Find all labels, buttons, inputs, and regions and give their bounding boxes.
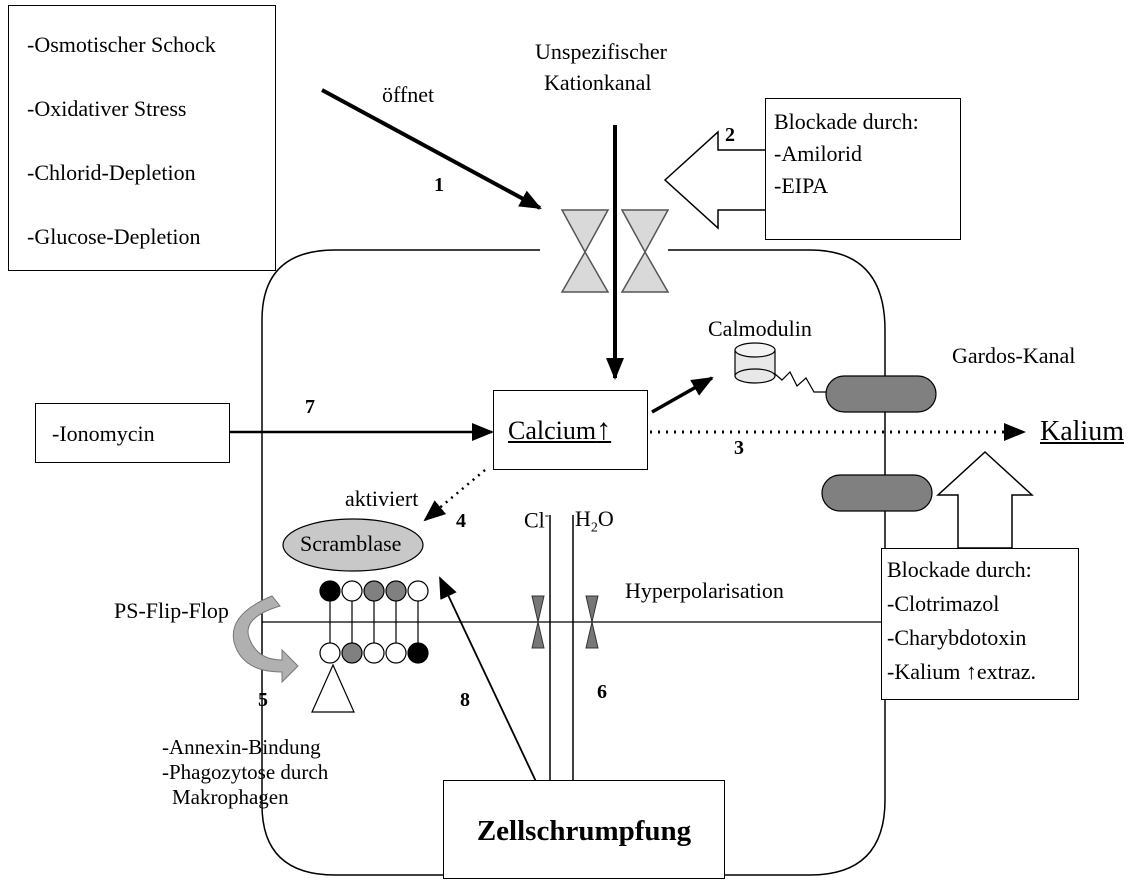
annexin-label: -Annexin-Bindung	[162, 735, 321, 759]
step-number-7: 7	[305, 396, 315, 418]
phagocytosis-label: -Phagozytose durch	[162, 760, 329, 784]
scramblase-icon	[282, 518, 424, 572]
stimulus-3: -Chlorid-Depletion	[27, 160, 196, 185]
calmodulin-icon	[734, 342, 776, 384]
step-number-3: 3	[734, 437, 744, 459]
blockade-gardos-title: Blockade durch:	[887, 557, 1032, 582]
annexin-icon	[311, 663, 355, 713]
step-number-1: 1	[434, 174, 444, 196]
macrophages-label: Makrophagen	[172, 785, 289, 809]
cell-shrinkage-label: Zellschrumpfung	[476, 815, 692, 847]
arrow-calcium-to-calmodulin	[651, 376, 714, 414]
kalium-extraz-prefix: -Kalium	[887, 659, 966, 684]
ps-flip-flop-label: PS-Flip-Flop	[114, 598, 229, 623]
stimulus-2: -Oxidativer Stress	[27, 96, 187, 121]
arrow-8	[439, 576, 541, 791]
blockade-arrow-gardos	[936, 450, 1034, 549]
cation-channel-label-line1: Unspezifischer	[535, 39, 667, 64]
stimulus-4: -Glucose-Depletion	[27, 224, 201, 249]
stimuli-box: -Osmotischer Schock -Oxidativer Stress -…	[8, 5, 276, 271]
kalium-extraz-suffix: extraz.	[976, 659, 1037, 684]
calmodulin-label: Calmodulin	[708, 316, 812, 341]
arrow-4	[423, 469, 486, 522]
calcium-text: Calcium	[508, 416, 597, 445]
chloride-charge: -	[544, 507, 550, 522]
aktiviert-label: aktiviert	[345, 486, 419, 511]
ionomycin-label: -Ionomycin	[52, 421, 155, 446]
chloride-label: Cl-	[524, 508, 549, 531]
step-number-2: 2	[725, 124, 735, 146]
cation-channel-label-line2: Kationkanal	[544, 70, 652, 95]
calcium-up-arrow-icon: ↑	[596, 413, 612, 446]
kalium-up-arrow-icon: ↑	[965, 659, 977, 684]
blockade-gardos-item-1: -Clotrimazol	[887, 591, 1000, 616]
calcium-box: Calcium↑	[493, 390, 648, 470]
step-number-5: 5	[258, 689, 268, 711]
chloride-text: Cl	[524, 507, 545, 533]
blockade-gardos-item-2: -Charybdotoxin	[887, 625, 1027, 650]
scramblase-label: Scramblase	[300, 531, 402, 556]
stimulus-1: -Osmotischer Schock	[27, 32, 216, 57]
flip-flop-arrow-icon	[232, 595, 299, 684]
blockade-box-cation: Blockade durch: -Amilorid -EIPA	[765, 98, 961, 240]
kalium-label: Kalium	[1040, 416, 1124, 447]
step-number-6: 6	[597, 681, 607, 703]
gardos-channel-lower	[821, 474, 933, 512]
blockade-cation-item-2: -EIPA	[774, 173, 829, 198]
water-o: O	[597, 506, 614, 531]
ionomycin-box: -Ionomycin	[35, 403, 230, 463]
water-sub: 2	[590, 520, 598, 536]
phospholipid-bilayer	[319, 580, 429, 664]
water-label: H2O	[575, 508, 614, 535]
calmodulin-linker	[774, 370, 826, 393]
step-number-4: 4	[456, 510, 466, 532]
water-h: H	[575, 506, 591, 531]
gardos-channel-label: Gardos-Kanal	[952, 343, 1076, 368]
blockade-box-gardos: Blockade durch: -Clotrimazol -Charybdoto…	[881, 548, 1079, 700]
arrow-1	[321, 88, 542, 210]
gardos-channel-upper	[825, 375, 937, 413]
step-number-8: 8	[460, 689, 470, 711]
blockade-cation-title: Blockade durch:	[774, 109, 919, 134]
oeffnet-label: öffnet	[382, 82, 435, 107]
chloride-water-channel-icon	[531, 595, 599, 649]
blockade-cation-item-1: -Amilorid	[774, 141, 862, 166]
blockade-arrow-2	[663, 130, 771, 230]
cation-channel-icon	[560, 209, 670, 293]
calcium-label: Calcium↑	[508, 415, 611, 445]
blockade-gardos-item-3: -Kalium ↑extraz.	[887, 661, 1036, 683]
cell-shrinkage-box: Zellschrumpfung	[443, 780, 725, 879]
hyperpolarisation-label: Hyperpolarisation	[625, 578, 784, 603]
